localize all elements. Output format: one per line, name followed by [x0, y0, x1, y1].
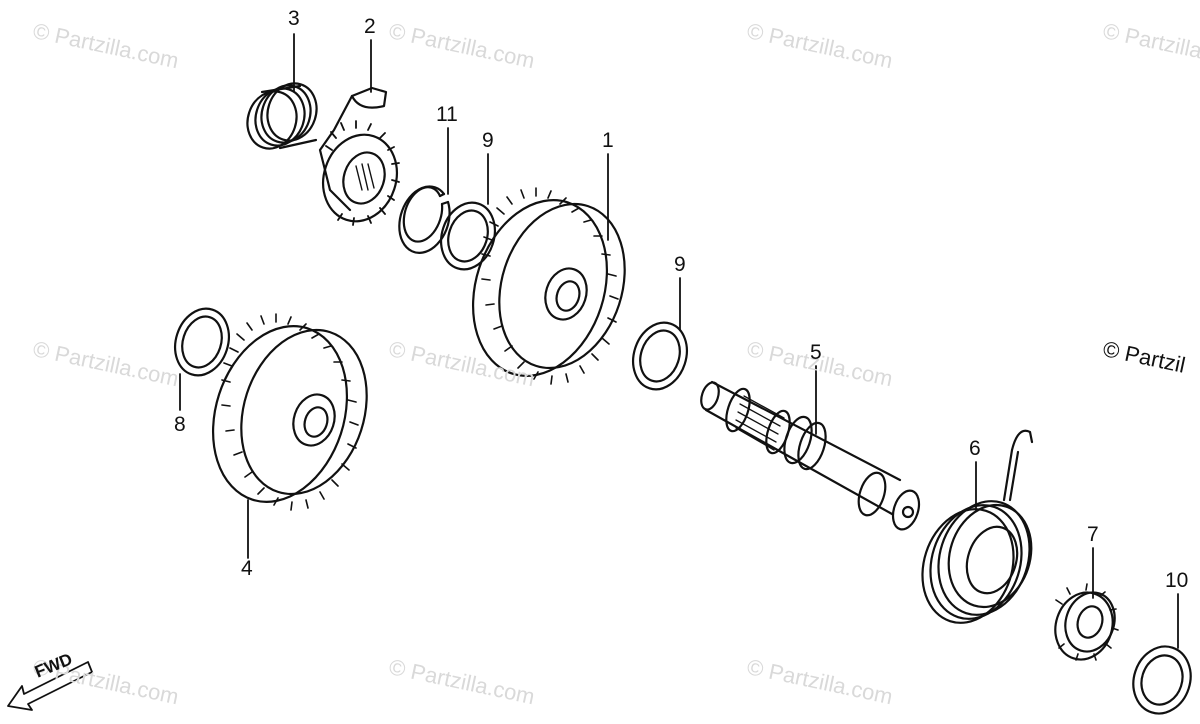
callout-1: 1 [602, 129, 614, 152]
part-4-gear [211, 313, 368, 511]
part-5-shaft [700, 380, 921, 531]
callout-5: 5 [810, 341, 822, 364]
callout-8: 8 [174, 413, 186, 436]
part-10-washer [1132, 645, 1192, 715]
part-8-washer [174, 307, 230, 377]
part-1-gear [471, 187, 626, 385]
callout-9-upper: 9 [482, 129, 494, 152]
callout-10: 10 [1165, 569, 1189, 592]
callout-3: 3 [288, 7, 300, 30]
callout-11: 11 [436, 103, 458, 126]
callout-4: 4 [241, 557, 253, 580]
callout-2: 2 [364, 15, 376, 38]
callout-7: 7 [1087, 523, 1099, 546]
callout-9-lower: 9 [674, 253, 686, 276]
part-9-washer-upper [440, 201, 496, 271]
part-11-snap-ring [398, 185, 451, 254]
part-3-bushing [246, 82, 318, 150]
fwd-arrow-icon [7, 661, 93, 711]
part-7-nut [1054, 583, 1119, 661]
callout-6: 6 [969, 437, 981, 460]
leader-lines [179, 33, 1179, 649]
part-9-washer-lower [632, 321, 688, 391]
part-6-spring [921, 429, 1034, 624]
part-2-ratchet [318, 86, 400, 226]
